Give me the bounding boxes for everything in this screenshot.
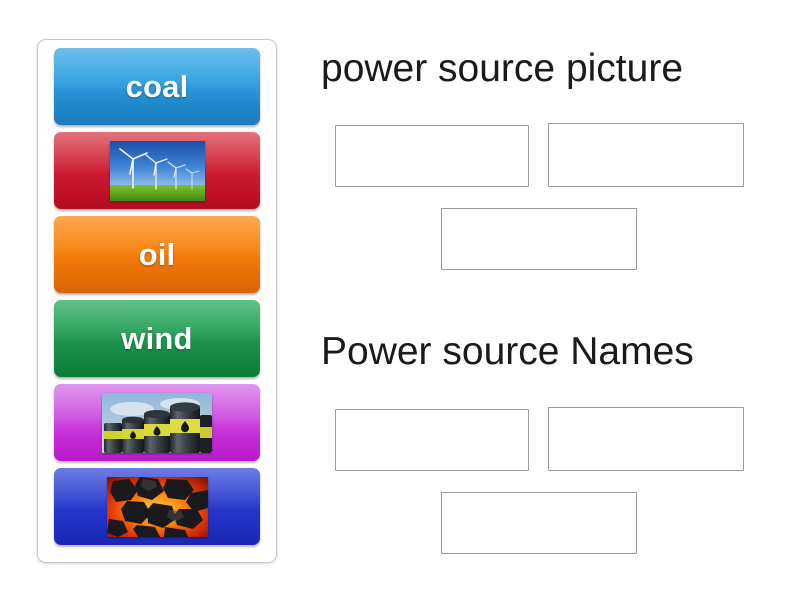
burning-coal-photo	[106, 476, 208, 537]
card-label: oil	[138, 237, 176, 272]
group-heading-power-source-names: Power source Names	[321, 330, 694, 373]
card-coal-picture[interactable]	[54, 468, 260, 545]
card-oil-text[interactable]: oil	[54, 216, 260, 293]
drop-zone-name-3[interactable]	[441, 492, 637, 554]
draggable-cards-panel: coal	[37, 39, 277, 563]
wind-turbines-photo	[109, 140, 205, 201]
oil-barrels-photo	[102, 392, 212, 453]
card-wind-picture[interactable]	[54, 132, 260, 209]
card-oil-picture[interactable]	[54, 384, 260, 461]
drop-zone-picture-2[interactable]	[548, 123, 744, 187]
group-heading-power-source-picture: power source picture	[321, 47, 684, 90]
drop-zone-name-2[interactable]	[548, 407, 744, 471]
card-coal-text[interactable]: coal	[54, 48, 260, 125]
card-label: wind	[121, 321, 193, 356]
card-wind-text[interactable]: wind	[54, 300, 260, 377]
drop-zone-picture-1[interactable]	[335, 125, 529, 187]
card-label: coal	[125, 69, 189, 104]
drop-zone-picture-3[interactable]	[441, 208, 637, 270]
drop-zone-name-1[interactable]	[335, 409, 529, 471]
